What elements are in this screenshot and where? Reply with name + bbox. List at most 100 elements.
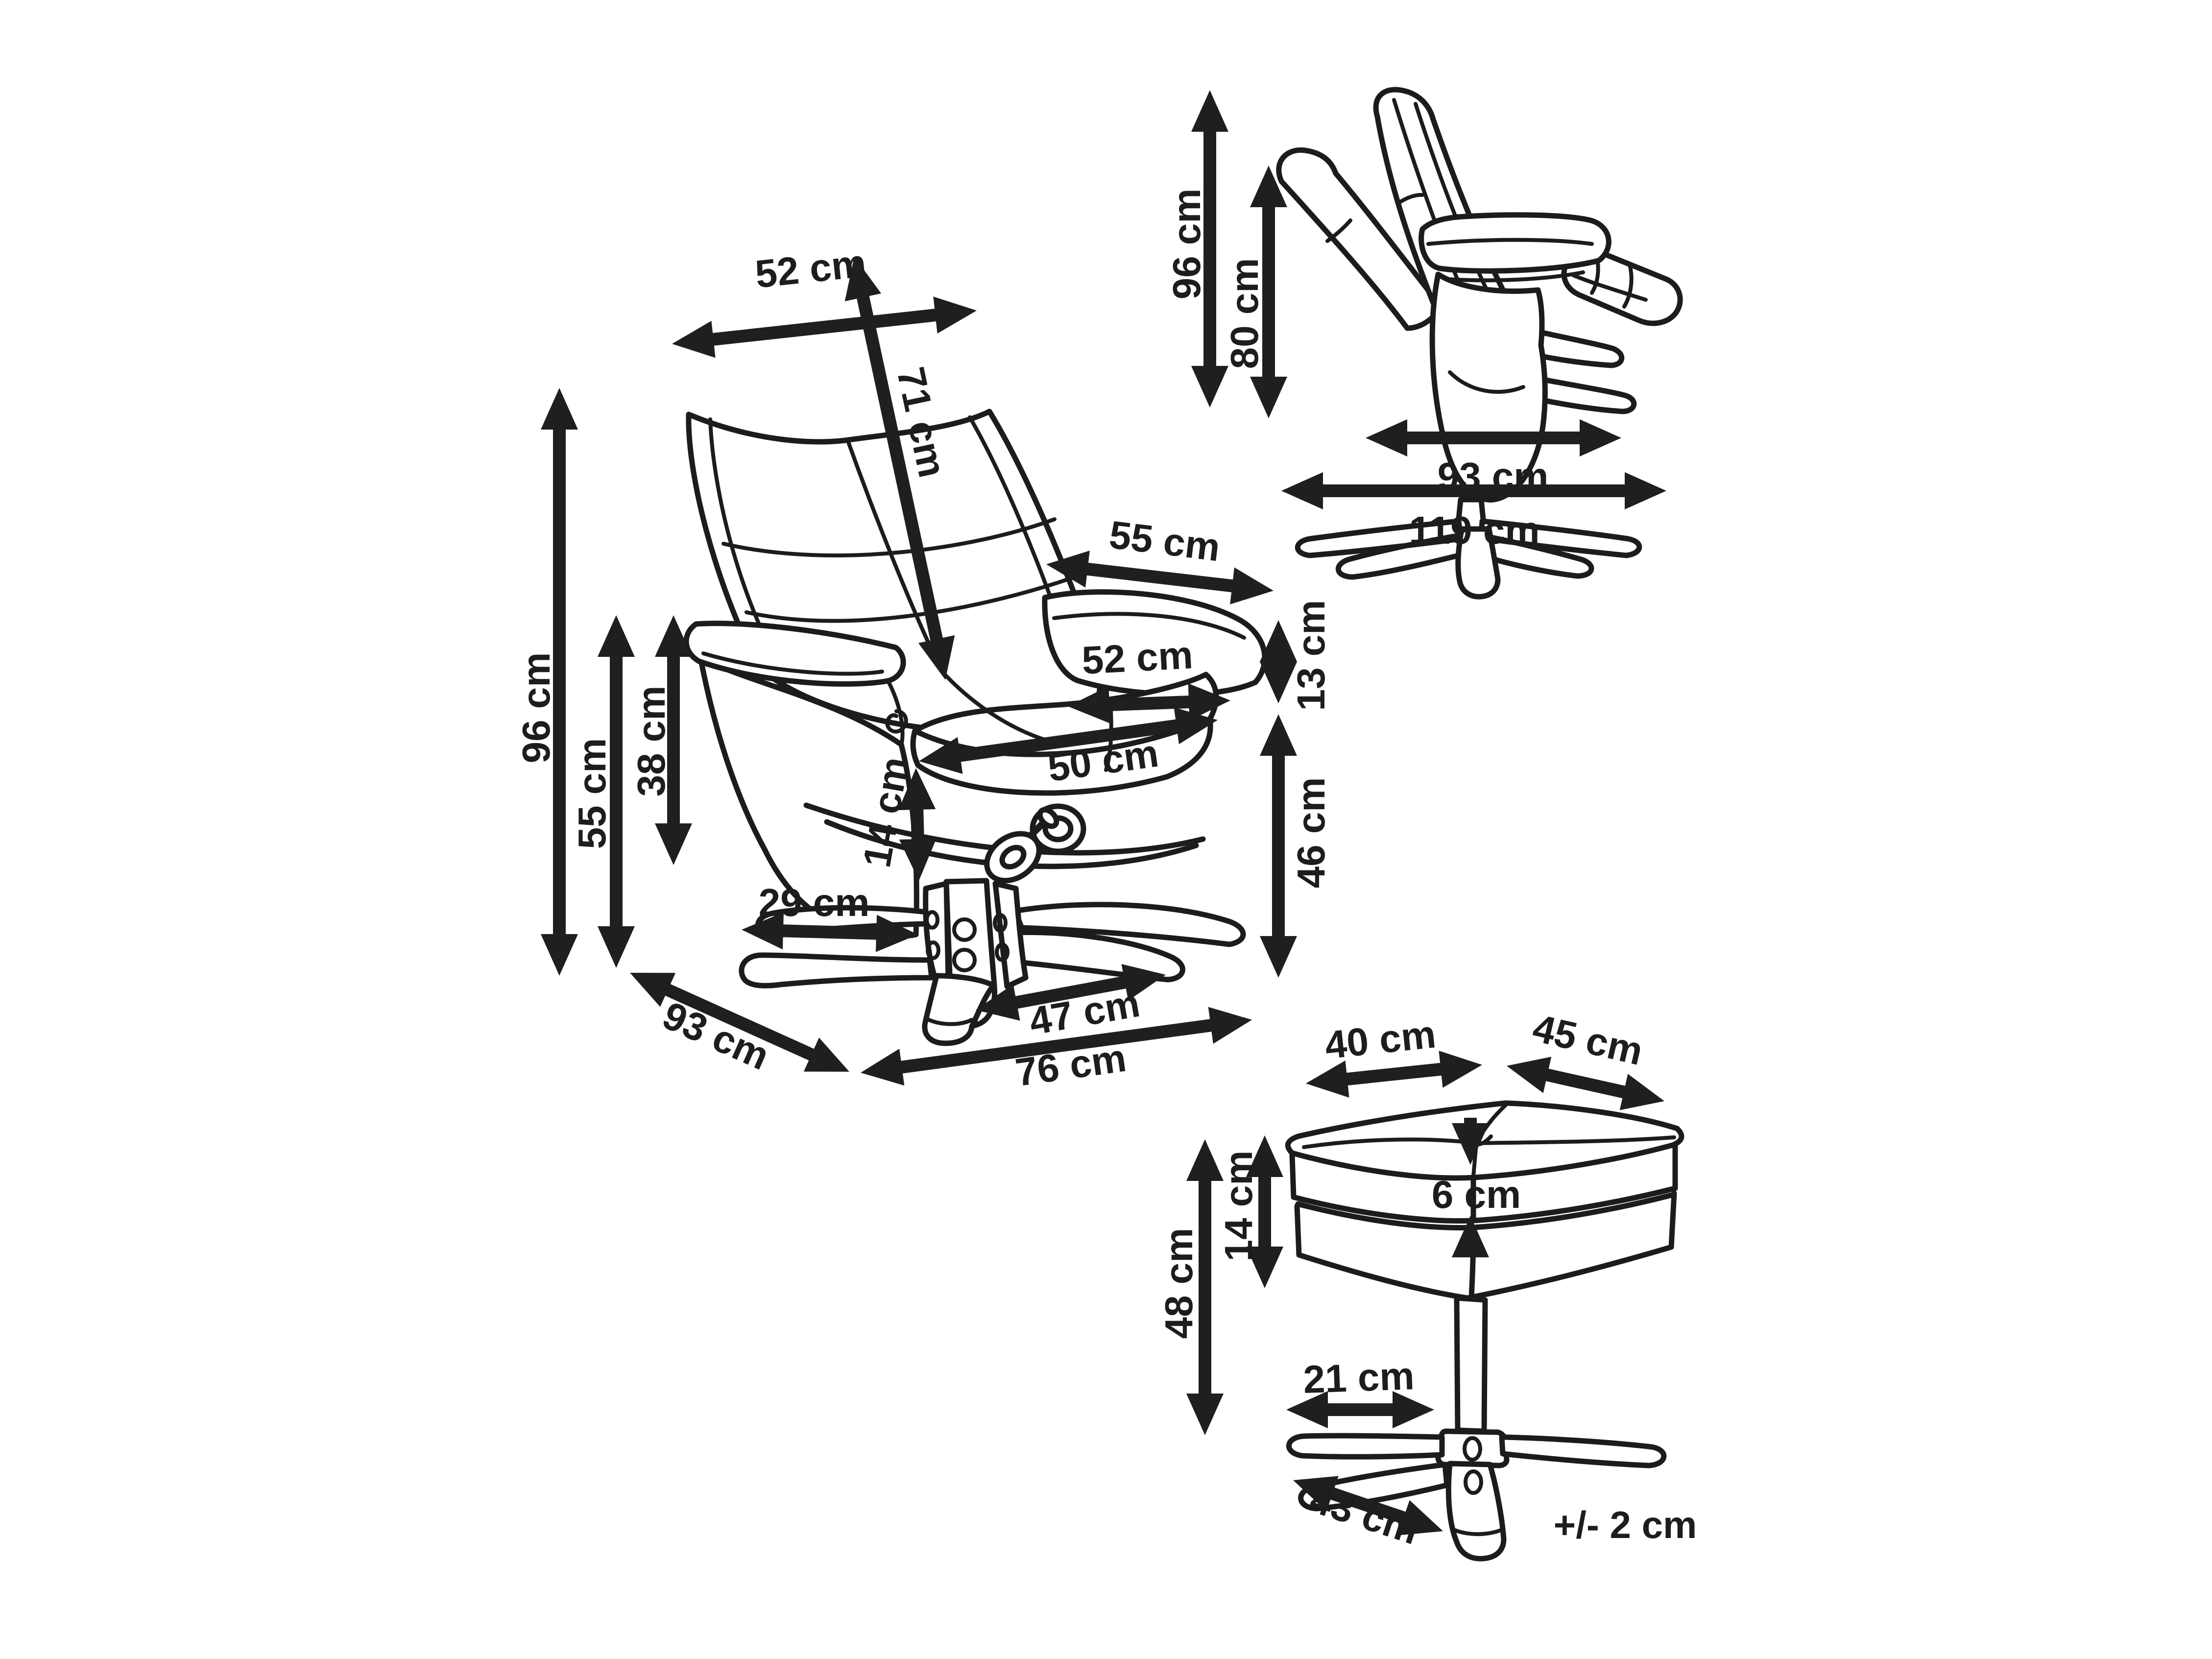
front-lever-knob xyxy=(984,831,1042,884)
dimension-arrow-shaft xyxy=(1097,695,1202,712)
dimension-ottoman-tufting-depth: 6 cm xyxy=(1432,1173,1521,1216)
dimension-label-height: 48 cm xyxy=(1157,1228,1201,1339)
front-plate-hole-4 xyxy=(995,942,1010,962)
dimension-arrowhead xyxy=(844,257,882,302)
ottoman-front-leg-cap xyxy=(1451,1527,1503,1537)
side-headrest-flap-seam xyxy=(1325,218,1352,243)
dimension-arrowhead xyxy=(1188,683,1230,721)
ottoman-base-box xyxy=(1294,1190,1677,1301)
dimension-arrow-shaft xyxy=(854,284,946,653)
dimension-label-top-width: 40 cm xyxy=(1323,1012,1438,1067)
dimension-arrowhead xyxy=(1452,1123,1489,1165)
front-pedestal-foot-cap xyxy=(925,1017,974,1026)
dimension-arrowhead xyxy=(672,320,716,358)
side-armrest-seams xyxy=(1426,238,1594,283)
dimension-ottoman-tufting-arrow-up xyxy=(1452,1216,1489,1257)
ottoman-star-base-legs xyxy=(1286,1433,1667,1512)
dimension-front-overall-depth: 93 cm xyxy=(630,973,849,1078)
dimension-arrowhead xyxy=(976,984,1020,1021)
dimension-arrowhead xyxy=(861,1048,905,1086)
dimension-arrowhead xyxy=(1186,1139,1224,1181)
dimension-arrowhead xyxy=(1191,366,1228,408)
dimension-arrowhead xyxy=(1439,1051,1482,1088)
dimension-label-tufting-depth: 6 cm xyxy=(1432,1173,1521,1216)
dimension-label-armrest-span: 55 cm xyxy=(1107,513,1223,570)
side-headrest-flap xyxy=(1276,147,1444,331)
dimension-arrowhead xyxy=(1580,419,1621,457)
dimension-arrowhead xyxy=(1260,620,1297,662)
dimension-label-armrest-thickness: 13 cm xyxy=(1289,600,1333,711)
dimension-side-reclined-depth: 119 cm xyxy=(1281,472,1666,552)
dimension-arrowhead xyxy=(1046,551,1090,588)
dimension-arrowhead xyxy=(1260,714,1297,756)
dimension-label-rear-leg-length: 29 cm xyxy=(759,881,870,924)
dimension-arrowhead xyxy=(1293,1476,1339,1512)
dimension-arrowhead xyxy=(1260,662,1297,703)
side-armrest xyxy=(1419,212,1611,274)
dimension-ottoman-tufting-arrow-down xyxy=(1452,1118,1489,1165)
side-body-seam xyxy=(1448,370,1525,394)
dimension-arrowhead xyxy=(598,926,635,968)
dimension-arrow-shaft xyxy=(1003,974,1138,1011)
dimension-arrowhead xyxy=(1250,166,1287,207)
side-base-foot xyxy=(1455,526,1501,600)
dimension-label-cushion-thickness: 14 cm xyxy=(1217,1151,1260,1262)
dimension-arrowhead xyxy=(1230,567,1274,604)
dimension-arrowhead xyxy=(933,296,977,334)
dimension-front-backrest-width: 52 cm xyxy=(672,241,977,358)
dimension-arrowhead xyxy=(1397,1500,1443,1536)
dimension-front-seat-width-rear: 52 cm xyxy=(1068,633,1230,723)
front-lever-cap xyxy=(1037,807,1059,829)
dimension-label-seat-to-floor: 46 cm xyxy=(1289,777,1333,889)
dimension-arrowhead xyxy=(1366,419,1407,457)
dimension-arrow-shaft xyxy=(947,718,1190,764)
dimension-arrowhead xyxy=(1281,472,1323,509)
dimension-arrowhead xyxy=(899,839,937,881)
ottoman-column xyxy=(1454,1295,1488,1434)
dimension-front-armrest-height: 55 cm xyxy=(570,615,635,968)
dimension-arrow-shaft xyxy=(1075,561,1245,594)
front-seat-seams xyxy=(941,671,1113,772)
dimension-arrowhead xyxy=(1121,964,1166,1001)
dimension-front-seat-height: 38 cm xyxy=(629,615,692,865)
dimension-ottoman-leg-length: 21 cm xyxy=(1286,1354,1434,1428)
dimension-arrowhead xyxy=(1186,1394,1224,1435)
front-pedestal-hole-2 xyxy=(952,948,977,972)
dimension-arrowhead xyxy=(1208,1007,1252,1044)
dimension-front-armrest-thickness: 13 cm xyxy=(1260,600,1333,711)
dimension-arrowhead xyxy=(898,768,936,810)
dimension-arrowhead xyxy=(1250,377,1287,418)
front-view-drawing xyxy=(683,409,1268,1046)
front-backrest-seams xyxy=(708,415,1082,673)
dimension-arrowhead xyxy=(1246,1247,1283,1288)
front-recline-lever xyxy=(984,807,1059,884)
front-left-armrest-seam xyxy=(701,651,884,676)
front-plate-hole-1 xyxy=(925,910,939,930)
dimension-front-seat-to-floor: 46 cm xyxy=(1260,714,1333,978)
dimension-arrowhead xyxy=(598,615,635,657)
dimension-label-seat-width-rear: 52 cm xyxy=(1081,633,1194,682)
ottoman-drawing xyxy=(1285,1100,1684,1562)
dimension-arrow-shaft xyxy=(700,307,948,347)
front-right-armrest-seam xyxy=(1052,612,1246,640)
dimension-arrowhead xyxy=(875,914,918,952)
dimension-arrowhead xyxy=(1625,472,1666,509)
dimension-arrowhead xyxy=(630,973,676,1007)
dimension-label-overall-height: 96 cm xyxy=(514,652,558,764)
dimension-arrowhead xyxy=(1452,1216,1489,1257)
dimension-label-armrest-height: 55 cm xyxy=(570,738,614,849)
ottoman-cushion-sides xyxy=(1289,1143,1678,1224)
dimension-arrow-shaft xyxy=(889,1017,1224,1075)
front-plate-hole-2 xyxy=(926,940,940,960)
dimension-arrowhead xyxy=(655,823,692,865)
dimension-label-reclined-height: 80 cm xyxy=(1223,258,1266,369)
dimension-arrowhead xyxy=(1393,1391,1434,1428)
front-lever-knob-center xyxy=(999,844,1027,870)
dimension-arrowhead xyxy=(742,912,784,950)
dimension-arrowhead xyxy=(1286,1391,1328,1428)
ottoman-front-leg xyxy=(1445,1461,1507,1562)
dimension-arrowhead xyxy=(541,388,578,430)
front-right-armrest xyxy=(1042,589,1268,697)
dimension-arrowhead xyxy=(655,615,692,657)
dimension-arrowhead xyxy=(918,635,955,680)
